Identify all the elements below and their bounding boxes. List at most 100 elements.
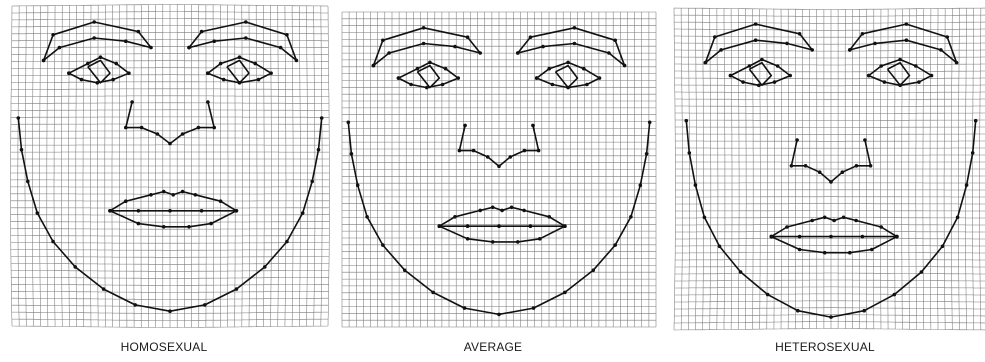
right-eyebrow-outline-point: [623, 64, 627, 68]
jawline-point: [685, 119, 689, 123]
lips-outline-point: [194, 193, 198, 197]
lips-midline-point: [168, 209, 172, 213]
left-eye-outline-point: [748, 64, 752, 68]
jawline-point: [563, 291, 567, 295]
left-eyebrow-outline-point: [149, 46, 153, 50]
caption-heterosexual: HETEROSEXUAL: [665, 340, 985, 354]
lips-midline-point: [235, 209, 239, 213]
lips-midline-point: [200, 209, 204, 213]
lips-midline-point: [861, 235, 865, 239]
jawline-point: [629, 215, 633, 219]
jawline-point: [718, 245, 722, 249]
lips-outline-point: [810, 219, 814, 223]
left-eyebrow-outline-point: [798, 32, 802, 36]
jawline-point: [796, 309, 800, 313]
left-eye-outline-point: [127, 71, 131, 75]
deformation-grid: [674, 8, 985, 330]
left-eye-outline-point: [788, 74, 792, 78]
lips-midline-point: [108, 209, 112, 213]
jawline-point: [893, 293, 897, 297]
left-eye-outline-point: [67, 71, 71, 75]
left-eyebrow-outline-point: [704, 61, 708, 65]
lips-outline-point: [162, 190, 166, 194]
right-eyebrow-outline-point: [613, 39, 617, 43]
lips-outline-point: [491, 240, 495, 244]
left-eyebrow-outline-point: [754, 38, 758, 42]
left-eye-outline-point: [456, 76, 460, 80]
jawline-point: [20, 148, 24, 152]
nose-outline-point: [531, 124, 535, 128]
nose-outline-point: [458, 149, 462, 153]
right-eye-outline-point: [930, 74, 934, 78]
jawline-point: [263, 265, 267, 269]
nose-outline-point: [156, 132, 160, 136]
jawline-point: [301, 211, 305, 215]
jawline-point: [356, 184, 360, 188]
right-eye-outline-point: [898, 58, 902, 62]
lips-outline-point: [854, 219, 858, 223]
jawline-point: [203, 303, 207, 307]
left-eyebrow-outline-point: [42, 59, 46, 63]
jawline-point: [320, 116, 324, 120]
lips-outline-point: [149, 193, 153, 197]
left-eyebrow-outline-point: [372, 64, 376, 68]
right-eye-outline-point: [917, 80, 921, 84]
jawline-point: [317, 148, 321, 152]
lips-outline-point: [478, 209, 482, 213]
lips-outline-point: [171, 193, 175, 197]
lips-outline-point: [785, 225, 789, 229]
right-eyebrow-outline-point: [244, 36, 248, 40]
lips-midline-point: [829, 235, 833, 239]
jawline-point: [862, 309, 866, 313]
nose-outline-point: [197, 126, 201, 130]
nose-outline-point: [140, 126, 144, 130]
right-eye-outline-point: [582, 67, 586, 71]
right-eye-outline-point: [551, 83, 555, 87]
nose-outline-point: [863, 138, 867, 142]
jawline-point: [365, 215, 369, 219]
nose-outline-point: [130, 100, 134, 104]
right-eye-outline-point: [206, 71, 210, 75]
left-eye-outline-point: [760, 58, 764, 62]
right-eyebrow-outline-point: [529, 35, 533, 39]
lips-outline-point: [848, 251, 852, 255]
right-eye-outline-point: [269, 71, 273, 75]
right-eye-outline-point: [238, 55, 242, 59]
nose-outline-point: [537, 149, 541, 153]
left-eye-outline-point: [441, 83, 445, 87]
left-eyebrow-outline-point: [387, 51, 391, 55]
left-eye-outline-point: [776, 64, 780, 68]
right-eye-outline-point: [914, 64, 918, 68]
lips-outline-point: [500, 209, 504, 213]
nose-outline-point: [472, 149, 476, 153]
right-eyebrow-outline-point: [200, 30, 204, 34]
right-eye-outline-point: [254, 62, 258, 66]
jawline-point: [965, 183, 969, 187]
lips-midline-point: [770, 235, 774, 239]
right-eye-outline-point: [222, 78, 226, 82]
right-eyebrow-outline-point: [905, 22, 909, 26]
jawline-point: [350, 152, 354, 156]
lips-midline-point: [529, 224, 533, 228]
left-eyebrow-outline-point: [719, 48, 723, 52]
right-eye-outline-point: [219, 62, 223, 66]
lips-midline-point: [798, 235, 802, 239]
nose-outline-point: [855, 164, 859, 168]
jawline-point: [73, 265, 77, 269]
left-eye-outline-point: [99, 55, 103, 59]
right-eye-inner: [888, 63, 910, 86]
jawline-point: [381, 243, 385, 247]
right-eyebrow-outline-point: [541, 45, 545, 49]
jawline-point: [532, 306, 536, 310]
nose-outline-point: [841, 170, 845, 174]
lips-outline-point: [453, 215, 457, 219]
left-eyebrow-outline-point: [478, 51, 482, 55]
lips-outline-point: [516, 240, 520, 244]
caption-homosexual: HOMOSEXUAL: [4, 340, 324, 354]
jawline-point: [694, 183, 698, 187]
jawline-point: [285, 240, 289, 244]
right-eyebrow-outline-point: [573, 26, 577, 30]
right-eyebrow-outline-point: [848, 48, 852, 52]
right-eyebrow-outline-point: [905, 38, 909, 42]
left-eyebrow-outline-point: [422, 42, 426, 46]
